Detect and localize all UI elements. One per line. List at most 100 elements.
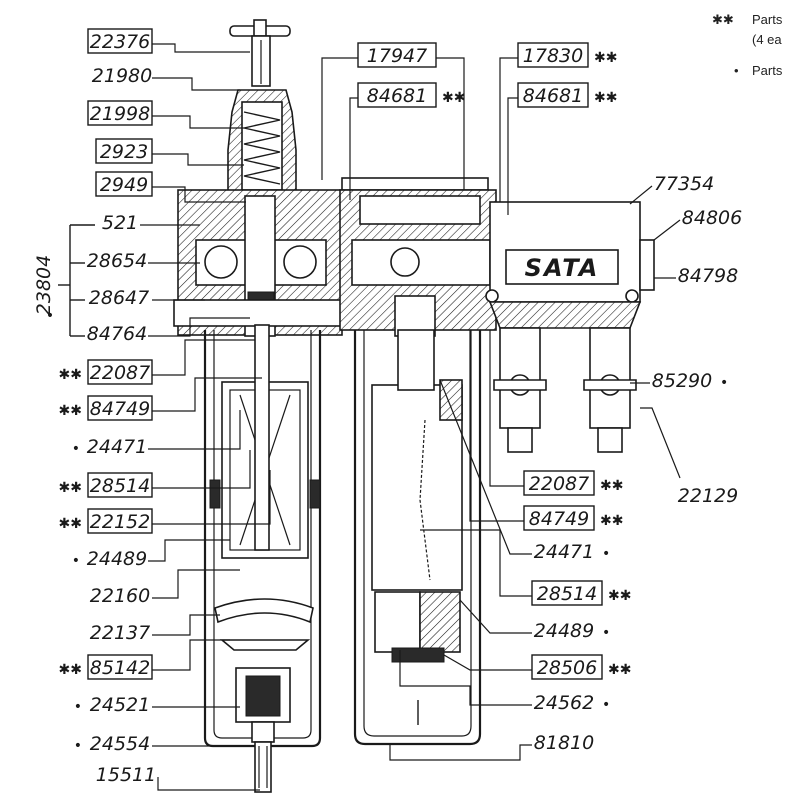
part-number: 22376: [90, 31, 150, 53]
double-star-marker: ✱✱: [594, 50, 617, 66]
part-label-24489: 24489 •: [72, 548, 147, 570]
manifold-housing: SATA: [485, 201, 655, 329]
part-label-22129: 22129: [678, 485, 738, 507]
part-label-box: [87, 100, 153, 126]
part-label-84681: 84681 ✱✱: [517, 82, 617, 108]
part-number: 24562: [534, 692, 594, 714]
part-label-84798: 84798: [678, 265, 738, 287]
bullet-marker: •: [72, 553, 80, 569]
part-label-box: [87, 395, 153, 421]
regulator-bonnet: [227, 89, 297, 193]
double-star-marker: ✱✱: [608, 662, 631, 678]
part-label-box: [87, 359, 153, 385]
part-number: 22152: [90, 511, 150, 533]
part-number: 84749: [90, 398, 150, 420]
legend-double-star-text2: (4 ea: [752, 32, 782, 47]
part-label-84806: 84806: [682, 207, 742, 229]
part-number: 84681: [367, 85, 427, 107]
left-filter-bowl: [203, 324, 322, 793]
part-label-24471: 24471•: [534, 541, 610, 563]
part-label-22087: 22087✱✱: [59, 359, 153, 385]
double-star-marker: ✱✱: [59, 480, 82, 496]
double-star-marker: ✱✱: [600, 478, 623, 494]
double-star-marker: ✱✱: [594, 90, 617, 106]
part-label-15511: 15511: [96, 764, 156, 786]
part-labels: 2237621980219982923294952128654286478476…: [59, 28, 742, 786]
part-label-85290: 85290 •: [652, 370, 728, 392]
group-bracket-bullet: •: [46, 308, 54, 324]
part-number: 2923: [100, 141, 148, 163]
part-label-77354: 77354: [654, 173, 714, 195]
part-number: 84798: [678, 265, 738, 287]
part-label-box: [87, 472, 153, 498]
part-number: 17830: [523, 45, 583, 67]
legend-double-star-text: Parts: [752, 12, 783, 27]
part-number: 28647: [89, 287, 149, 309]
part-number: 77354: [654, 173, 714, 195]
part-label-81810: 81810: [534, 732, 594, 754]
part-label-box: [87, 28, 153, 54]
part-label-2923: 2923: [95, 138, 153, 164]
part-number: 22137: [90, 622, 150, 644]
part-label-17947: 17947: [357, 42, 437, 68]
part-label-box: [531, 580, 603, 606]
part-number: 22087: [529, 473, 589, 495]
double-star-marker: ✱✱: [59, 516, 82, 532]
part-label-84749: 84749✱✱: [523, 505, 623, 531]
part-number: 21998: [90, 103, 150, 125]
part-label-box: [517, 82, 589, 108]
part-label-box: [523, 470, 595, 496]
part-label-22137: 22137: [90, 622, 150, 644]
regulator-handle: [229, 19, 291, 87]
part-number: 84749: [529, 508, 589, 530]
part-label-85142: 85142✱✱: [59, 654, 153, 680]
bullet-marker: •: [602, 625, 610, 641]
part-number: 24521: [90, 694, 150, 716]
part-label-box: [87, 654, 153, 680]
part-label-24521: 24521 •: [74, 694, 150, 716]
part-number: 17947: [367, 45, 427, 67]
part-label-28514: 28514✱✱: [59, 472, 153, 498]
part-number: 84681: [523, 85, 583, 107]
part-label-24562: 24562 •: [534, 692, 610, 714]
right-filter-bowl: [353, 329, 482, 746]
part-label-21980: 21980: [92, 65, 152, 87]
bullet-marker: •: [720, 375, 728, 391]
leader-lines: [58, 43, 681, 791]
part-label-box: [87, 508, 153, 534]
bullet-marker: •: [74, 699, 82, 715]
part-label-84749: 84749✱✱: [59, 395, 153, 421]
bullet-marker: •: [602, 697, 610, 713]
part-number: 84806: [682, 207, 742, 229]
part-label-28654: 28654: [87, 250, 147, 272]
part-label-24471: 24471•: [72, 436, 147, 458]
part-number: 24554: [90, 733, 150, 755]
part-number: 22160: [90, 585, 150, 607]
part-number: 24489: [534, 620, 594, 642]
part-number: 22087: [90, 362, 150, 384]
part-number: 28506: [537, 657, 597, 679]
part-number: 85290: [652, 370, 712, 392]
part-number: 24471: [87, 436, 147, 458]
part-label-box: [531, 654, 603, 680]
part-label-24554: 24554•: [74, 733, 150, 755]
bullet-marker: •: [602, 546, 610, 562]
part-number: 81810: [534, 732, 594, 754]
part-number: 84764: [87, 323, 147, 345]
right-body-block: [339, 177, 497, 337]
part-label-box: [517, 42, 589, 68]
part-label-box: [357, 42, 437, 68]
part-label-84764: 84764: [87, 323, 147, 345]
part-label-17830: 17830 ✱✱: [517, 42, 617, 68]
part-label-28647: 28647: [89, 287, 149, 309]
left-body-block: [173, 189, 347, 337]
double-star-marker: ✱✱: [608, 588, 631, 604]
part-label-521: 521: [102, 212, 138, 234]
part-number: 24489: [87, 548, 147, 570]
part-label-box: [95, 138, 153, 164]
part-number: 85142: [90, 657, 150, 679]
part-number: 521: [102, 212, 138, 234]
legend-double-star-symbol: ✱✱: [712, 12, 734, 27]
